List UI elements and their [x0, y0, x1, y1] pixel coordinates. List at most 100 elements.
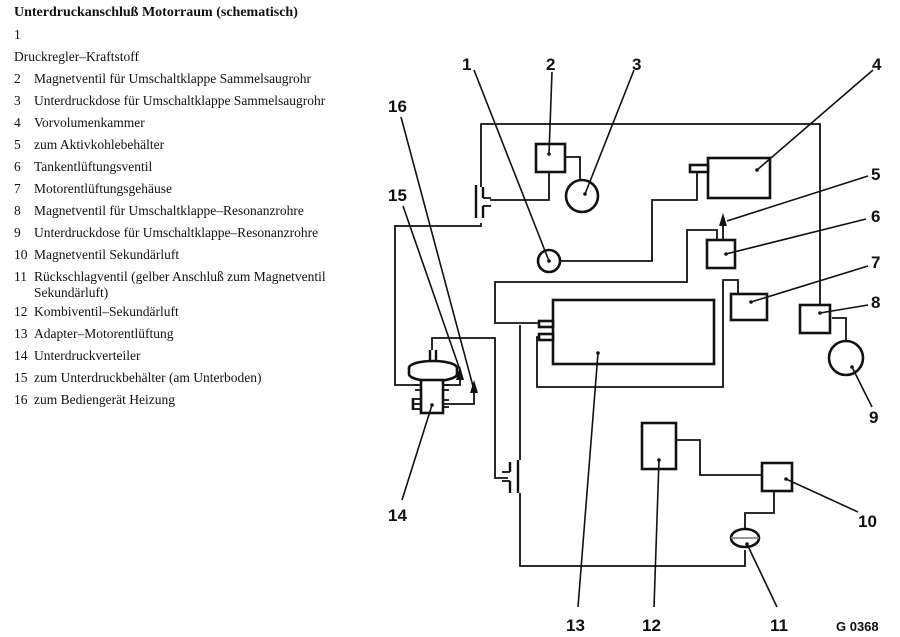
legend-text: zum Aktivkohlebehälter — [34, 137, 165, 152]
arrow-to-activated-carbon — [719, 213, 727, 240]
legend-item: 14 Unterdruckverteiler — [14, 348, 384, 367]
vacuum-distributor — [407, 350, 459, 415]
legend-list: 2 Magnetventil für Umschaltklappe Sammels… — [14, 71, 384, 411]
adapter-port-upper — [537, 319, 555, 329]
label-1: 1 — [462, 55, 471, 74]
legend-number: 7 — [14, 181, 21, 196]
hose-valve12-to-valve10 — [676, 439, 762, 476]
label-7: 7 — [871, 253, 880, 272]
legend-number: 10 — [14, 247, 28, 262]
legend-text: Kombiventil–Sekundärluft — [34, 304, 179, 319]
solenoid-valve-intake-manifold — [534, 142, 567, 174]
label-3: 3 — [632, 55, 641, 74]
engine-breather-adapter — [551, 298, 716, 366]
hose-lines — [394, 123, 847, 567]
legend-number: 16 — [14, 392, 28, 407]
legend-text: Magnetventil für Umschaltklappe Sammelsa… — [34, 71, 312, 86]
label-8: 8 — [871, 293, 880, 312]
label-9: 9 — [869, 408, 878, 427]
legend-number: 15 — [14, 370, 28, 385]
legend-item: 6 Tankentlüftungsventil — [14, 159, 384, 178]
hose-valve2-to-dose3 — [565, 156, 581, 180]
legend-item: 4 Vorvolumenkammer — [14, 115, 384, 134]
legend-text: Motorentlüftungsgehäuse — [34, 181, 172, 196]
legend-item: 5 zum Aktivkohlebehälter — [14, 137, 384, 156]
hose-valve2-to-t — [490, 172, 550, 201]
check-valve — [729, 527, 761, 549]
legend-item: 9 Unterdruckdose für Umschaltklappe–Reson… — [14, 225, 384, 244]
legend-number: 14 — [14, 348, 28, 363]
hose-regulator-to-chamber — [560, 172, 698, 262]
hose-13-to-7 — [536, 279, 739, 388]
t-junction-top — [474, 185, 491, 218]
label-4: 4 — [872, 55, 882, 74]
chamber-port — [688, 163, 710, 174]
arrow-to-heater-control — [470, 380, 478, 393]
legend-item: 15 zum Unterdruckbehälter (am Unterboden) — [14, 370, 384, 389]
legend-text: Magnetventil für Umschaltklappe–Resonanz… — [34, 203, 304, 218]
legend-text: Unterdruckdose für Umschaltklappe Sammel… — [34, 93, 326, 108]
label-13: 13 — [566, 616, 585, 635]
legend-item: 2 Magnetventil für Umschaltklappe Sammels… — [14, 71, 384, 90]
figure-code: G 0368 — [836, 619, 879, 634]
legend-number: 2 — [14, 71, 21, 86]
adapter-port-lower — [537, 332, 555, 342]
legend-item: 10 Magnetventil Sekundärluft — [14, 247, 384, 266]
legend-item: 13 Adapter–Motorentlüftung — [14, 326, 384, 345]
hose-valve6-loop — [494, 229, 718, 324]
label-16: 16 — [388, 97, 407, 116]
legend-number: 8 — [14, 203, 21, 218]
hose-top-loop — [480, 123, 821, 305]
legend-number: 4 — [14, 115, 21, 130]
label-6: 6 — [871, 207, 880, 226]
label-11: 11 — [770, 616, 788, 635]
legend-text: Unterdruckdose für Umschaltklappe–Resona… — [34, 225, 319, 240]
legend-text: Adapter–Motorentlüftung — [34, 326, 174, 341]
label-12: 12 — [642, 616, 661, 635]
legend-number: 5 — [14, 137, 21, 152]
pre-volume-chamber — [706, 156, 772, 200]
hose-check-valve-to-valve10 — [744, 491, 775, 530]
legend-text: Vorvolumenkammer — [34, 115, 145, 130]
solenoid-valve-resonance — [798, 303, 832, 335]
legend-item: 12 Kombiventil–Sekundärluft — [14, 304, 384, 323]
legend-number: 9 — [14, 225, 21, 240]
leader-lines — [400, 69, 874, 608]
arrow-to-vacuum-reservoir — [456, 366, 464, 380]
legend-text: Magnetventil Sekundärluft — [34, 247, 180, 262]
secondary-air-solenoid-valve — [760, 461, 794, 493]
legend-text-1: Druckregler–Kraftstoff — [14, 49, 139, 64]
legend-item: 3 Unterdruckdose für Umschaltklappe Samme… — [14, 93, 384, 112]
legend-item: 8 Magnetventil für Umschaltklappe–Resonan… — [14, 203, 384, 222]
hose-distributor-to-16 — [442, 390, 475, 405]
label-2: 2 — [546, 55, 555, 74]
t-junction-bottom — [502, 460, 520, 493]
engine-breather-housing — [729, 292, 769, 322]
label-14: 14 — [388, 506, 407, 525]
label-5: 5 — [871, 165, 880, 184]
legend-number: 12 — [14, 304, 28, 319]
leader-dots — [430, 152, 854, 546]
label-15: 15 — [388, 186, 407, 205]
legend-number-1: 1 — [14, 27, 21, 42]
tank-vent-valve — [705, 238, 737, 270]
vacuum-unit-resonance — [827, 339, 865, 377]
legend-item: 16 zum Bediengerät Heizung — [14, 392, 384, 411]
legend-text: Tankentlüftungsventil — [34, 159, 153, 174]
legend-item: 7 Motorentlüftungsgehäuse — [14, 181, 384, 200]
label-10: 10 — [858, 512, 877, 531]
page-title: Unterdruckanschluß Motorraum (schematisc… — [14, 5, 298, 20]
hose-distributor-top — [431, 337, 508, 479]
legend-text: zum Bediengerät Heizung — [34, 392, 175, 407]
legend-number: 6 — [14, 159, 21, 174]
legend-number: 3 — [14, 93, 21, 108]
legend-number: 11 — [14, 269, 27, 284]
hose-valve8-to-dose9 — [832, 317, 847, 342]
legend-text: Unterdruckverteiler — [34, 348, 141, 363]
legend-text: zum Unterdruckbehälter (am Unterboden) — [34, 370, 262, 385]
hose-t2-to-check-valve — [519, 493, 746, 567]
legend-panel: Unterdruckanschluß Motorraum (schematisc… — [14, 0, 384, 411]
legend-number: 13 — [14, 326, 28, 341]
